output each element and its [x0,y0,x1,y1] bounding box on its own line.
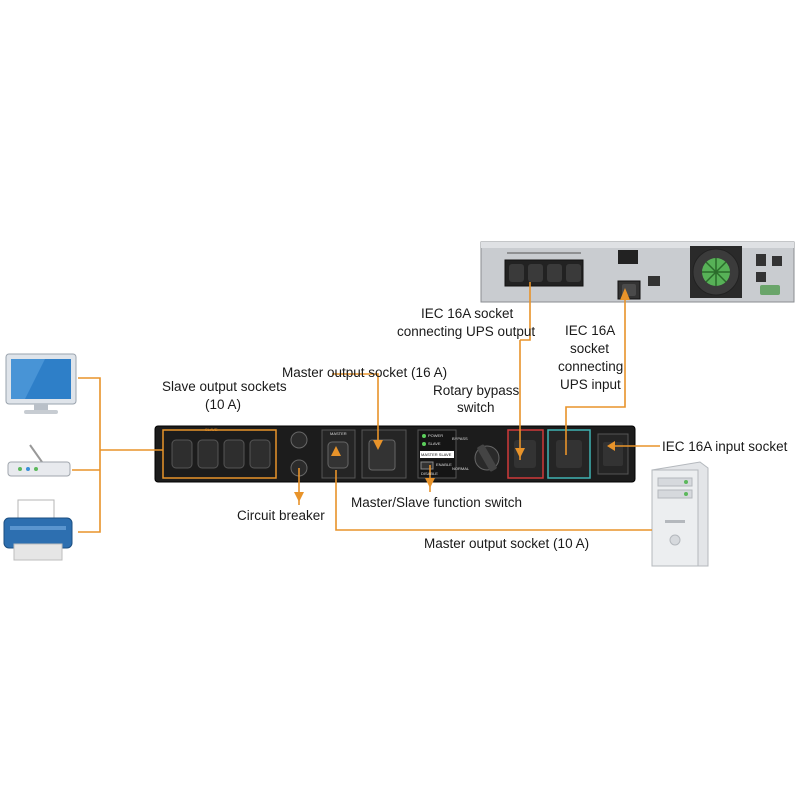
label-rotary-bypass-line1: Rotary bypass [433,383,520,398]
ups-unit [480,241,795,303]
panel-text-slave: SLAVE [205,427,218,432]
server-tower-icon [651,461,709,567]
rotary-bypass-knob [474,444,500,472]
master-socket-16a [361,429,407,479]
label-ups-output-line1: IEC 16A socket [421,306,514,321]
label-master-output-10a: Master output socket (10 A) [424,536,590,551]
label-slave-output-line2: (10 A) [205,397,242,412]
input-socket [597,433,629,475]
panel-text-power: POWER [428,433,444,438]
panel-text-normal: NORMAL [452,466,470,471]
label-slave-output-line1: Slave output sockets [162,379,287,394]
ups-input-socket [617,280,641,300]
label-ups-input-line3: connecting [558,359,624,374]
label-ups-input-line4: UPS input [560,377,621,392]
slave-led-icon [422,442,426,446]
label-ups-input-line1: IEC 16A [565,323,616,338]
breaker-top-icon [290,431,308,449]
panel-text-master: MASTER [330,431,347,436]
socket-to-ups-input [547,429,591,479]
socket-from-ups-output [507,429,544,479]
panel-text-bypass: BYPASS [452,436,468,441]
panel-text-enable: ENABLE [436,462,452,467]
label-master-slave-switch: Master/Slave function switch [351,495,523,510]
arrowheads [294,288,630,502]
label-circuit-breaker: Circuit breaker [237,508,325,523]
panel-text-disable: DISABLE [421,471,438,476]
connector-lines [72,282,660,533]
status-panel [417,429,457,479]
router-icon [7,444,71,477]
printer-icon [3,499,73,561]
panel-text-slave-led: SLAVE [428,441,441,446]
label-rotary-bypass-line2: switch [457,400,495,415]
label-ups-output-line2: connecting UPS output [397,324,536,339]
power-led-icon [422,434,426,438]
ups-fan [690,246,742,298]
panel-text-master-slave: MASTER SLAVE [421,452,452,457]
label-master-output-16a: Master output socket (16 A) [282,365,448,380]
label-input-socket: IEC 16A input socket [662,439,788,454]
ups-output-sockets [504,252,584,287]
label-ups-input-line2: socket [570,341,610,356]
bypass-pdu [154,425,636,483]
slave-sockets [162,429,277,479]
monitor-icon [5,353,77,414]
